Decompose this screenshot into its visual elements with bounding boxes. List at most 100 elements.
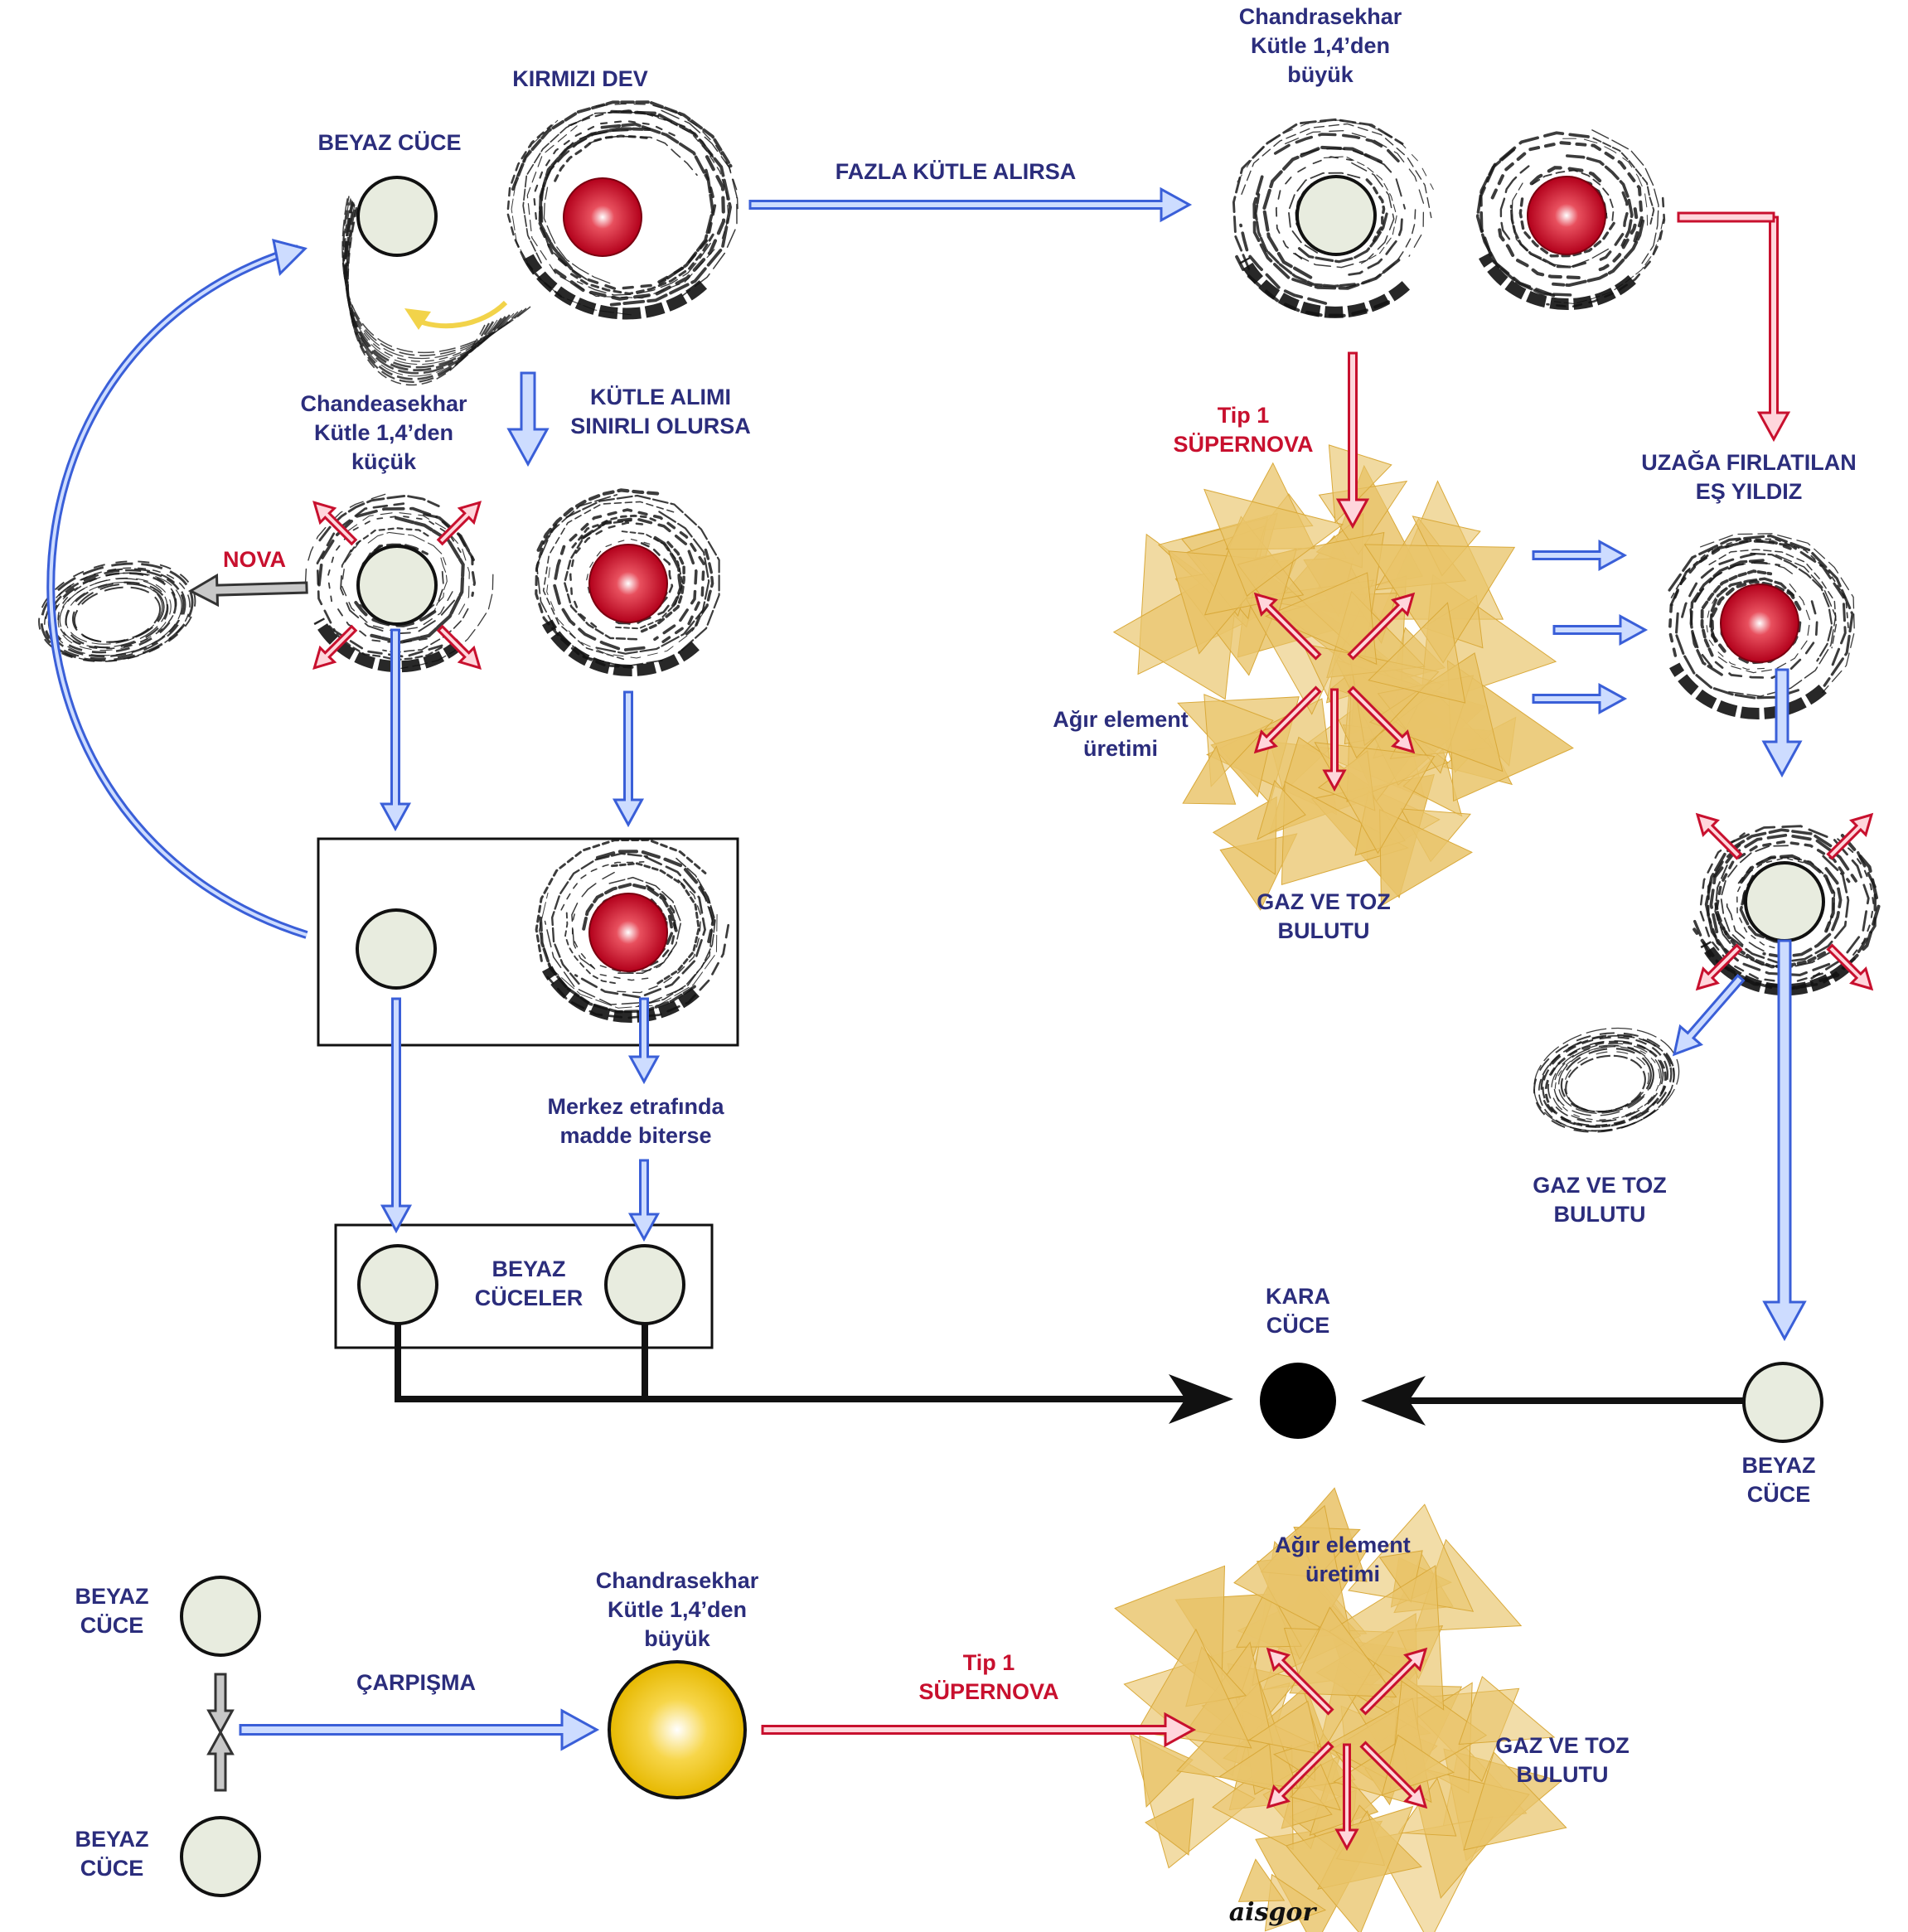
white-dwarf-bottom-right-nova: [1744, 861, 1825, 942]
swirl-stroke: [567, 233, 714, 295]
swirl-stroke: [1668, 534, 1854, 687]
arrow-nova-wd-down-shape: [379, 628, 412, 832]
ring-stroke: [1563, 1051, 1649, 1112]
swirl-stroke: [1496, 221, 1581, 280]
explosion-shard: [1145, 1798, 1194, 1856]
burst-exp-top-4-shape: [1322, 688, 1347, 792]
explosion-shard: [1368, 602, 1466, 704]
swirl-stroke: [1241, 123, 1432, 219]
swirl-stroke: [552, 545, 646, 652]
explosion-shard: [1248, 1700, 1320, 1755]
swirl-stroke: [1709, 577, 1795, 643]
swirl-stroke: [1728, 554, 1837, 697]
swirl-stroke: [1273, 133, 1400, 162]
swirl-stroke: [1594, 191, 1630, 264]
swirl-stroke: [546, 563, 707, 659]
swirl-stroke: [1591, 129, 1659, 264]
swirl-crescent: [1700, 941, 1852, 996]
nova-wd-swirl: [304, 492, 494, 673]
ring-stroke: [44, 568, 186, 660]
burst-exp-bot-3-shape: [1359, 1741, 1428, 1809]
swirl-stroke: [554, 134, 651, 182]
burst-nova-2: [312, 624, 358, 671]
burst-exp-bot-4: [1334, 1743, 1359, 1852]
swirl-stroke: [553, 155, 726, 301]
explosion-shard: [1265, 572, 1378, 666]
white-dwarf-top-right: [1295, 175, 1377, 256]
return-arc-head: [272, 238, 308, 277]
shape-layer: [46, 175, 1874, 1932]
arrow-ejected-down: [1761, 668, 1803, 778]
line-left-to-black: [395, 1322, 1194, 1402]
label-fazla-kutle: FAZLA KÜTLE ALIRSA: [835, 159, 1077, 184]
arrow-box-wd-down: [380, 997, 413, 1234]
arrow-to-gas-right: [1672, 973, 1746, 1057]
swirl-stroke: [582, 882, 678, 932]
ring-stroke: [1542, 1036, 1669, 1126]
arrow-kutle-alimi-shape: [506, 371, 550, 467]
arrow-ejection-1: [1532, 539, 1628, 572]
explosion-bottom: [1114, 1487, 1567, 1932]
burst-right-wd-3: [1826, 943, 1874, 991]
swirl-stroke: [1490, 141, 1644, 249]
arrow-ejection-2-shape: [1552, 613, 1649, 646]
burst-exp-bot-1: [1359, 1647, 1428, 1716]
swirl-stroke: [1704, 828, 1838, 957]
swirl-stroke: [560, 861, 645, 911]
label-carpisma: ÇARPIŞMA: [356, 1670, 477, 1695]
explosion-shard: [1379, 809, 1473, 907]
swirl-stroke: [340, 544, 456, 635]
explosion-shard: [1233, 1504, 1353, 1645]
swirl-stroke: [1708, 549, 1838, 649]
burst-exp-bot-2: [1266, 1741, 1334, 1809]
swirl-stroke: [1239, 223, 1328, 305]
arrow-collision-down-shape: [206, 1673, 235, 1736]
swirl-stroke: [536, 488, 660, 552]
swirl-stroke: [595, 103, 739, 217]
arrow-nova-wd-down: [379, 628, 412, 832]
swirl-stroke: [1475, 148, 1572, 297]
red-star-box: [588, 893, 668, 972]
swirl-stroke: [1729, 855, 1850, 964]
arrow-red-to-uzaga-shape: [1756, 215, 1791, 443]
swirl-stroke: [1348, 218, 1403, 276]
burst-exp-top-4: [1322, 688, 1347, 792]
red-top-right-swirl: [1475, 129, 1666, 311]
swirl-stroke: [1252, 175, 1401, 290]
ring-stroke: [1533, 1027, 1680, 1131]
burst-right-wd-1-shape: [1826, 812, 1874, 860]
swirl-stroke: [427, 557, 448, 617]
swirl-stroke: [1713, 583, 1811, 674]
ring-stroke: [57, 577, 172, 651]
swirl-stroke: [1285, 129, 1425, 257]
swirl-stroke: [1720, 845, 1789, 946]
swirl-stroke: [535, 494, 663, 668]
arrow-fazla-kutle-shape: [748, 186, 1193, 223]
burst-nova-0: [312, 501, 358, 546]
swirl-stroke: [535, 168, 717, 291]
accretion-stream: [341, 194, 531, 386]
arrow-nova-left-shape: [187, 573, 308, 608]
burst-exp-top-0-shape: [1253, 592, 1322, 661]
swirl-stroke: [568, 109, 714, 159]
swirl-stroke: [1689, 559, 1765, 676]
red-giant-top: [563, 177, 642, 257]
swirl-stroke: [571, 871, 615, 969]
burst-exp-top-3-shape: [1347, 685, 1416, 754]
ring-stroke: [1544, 1040, 1667, 1128]
arrow-tip1-top-shape: [1335, 351, 1370, 530]
red-elbow: [1677, 211, 1775, 223]
label-nova: NOVA: [222, 547, 287, 572]
white-dwarf-pair-left: [357, 1244, 438, 1325]
white-dwarf-collision-bottom: [180, 1816, 261, 1897]
swirl-crescent: [542, 619, 700, 677]
arrow-box-red-down-shape: [627, 997, 661, 1085]
burst-exp-bot-0-shape: [1266, 1647, 1334, 1716]
